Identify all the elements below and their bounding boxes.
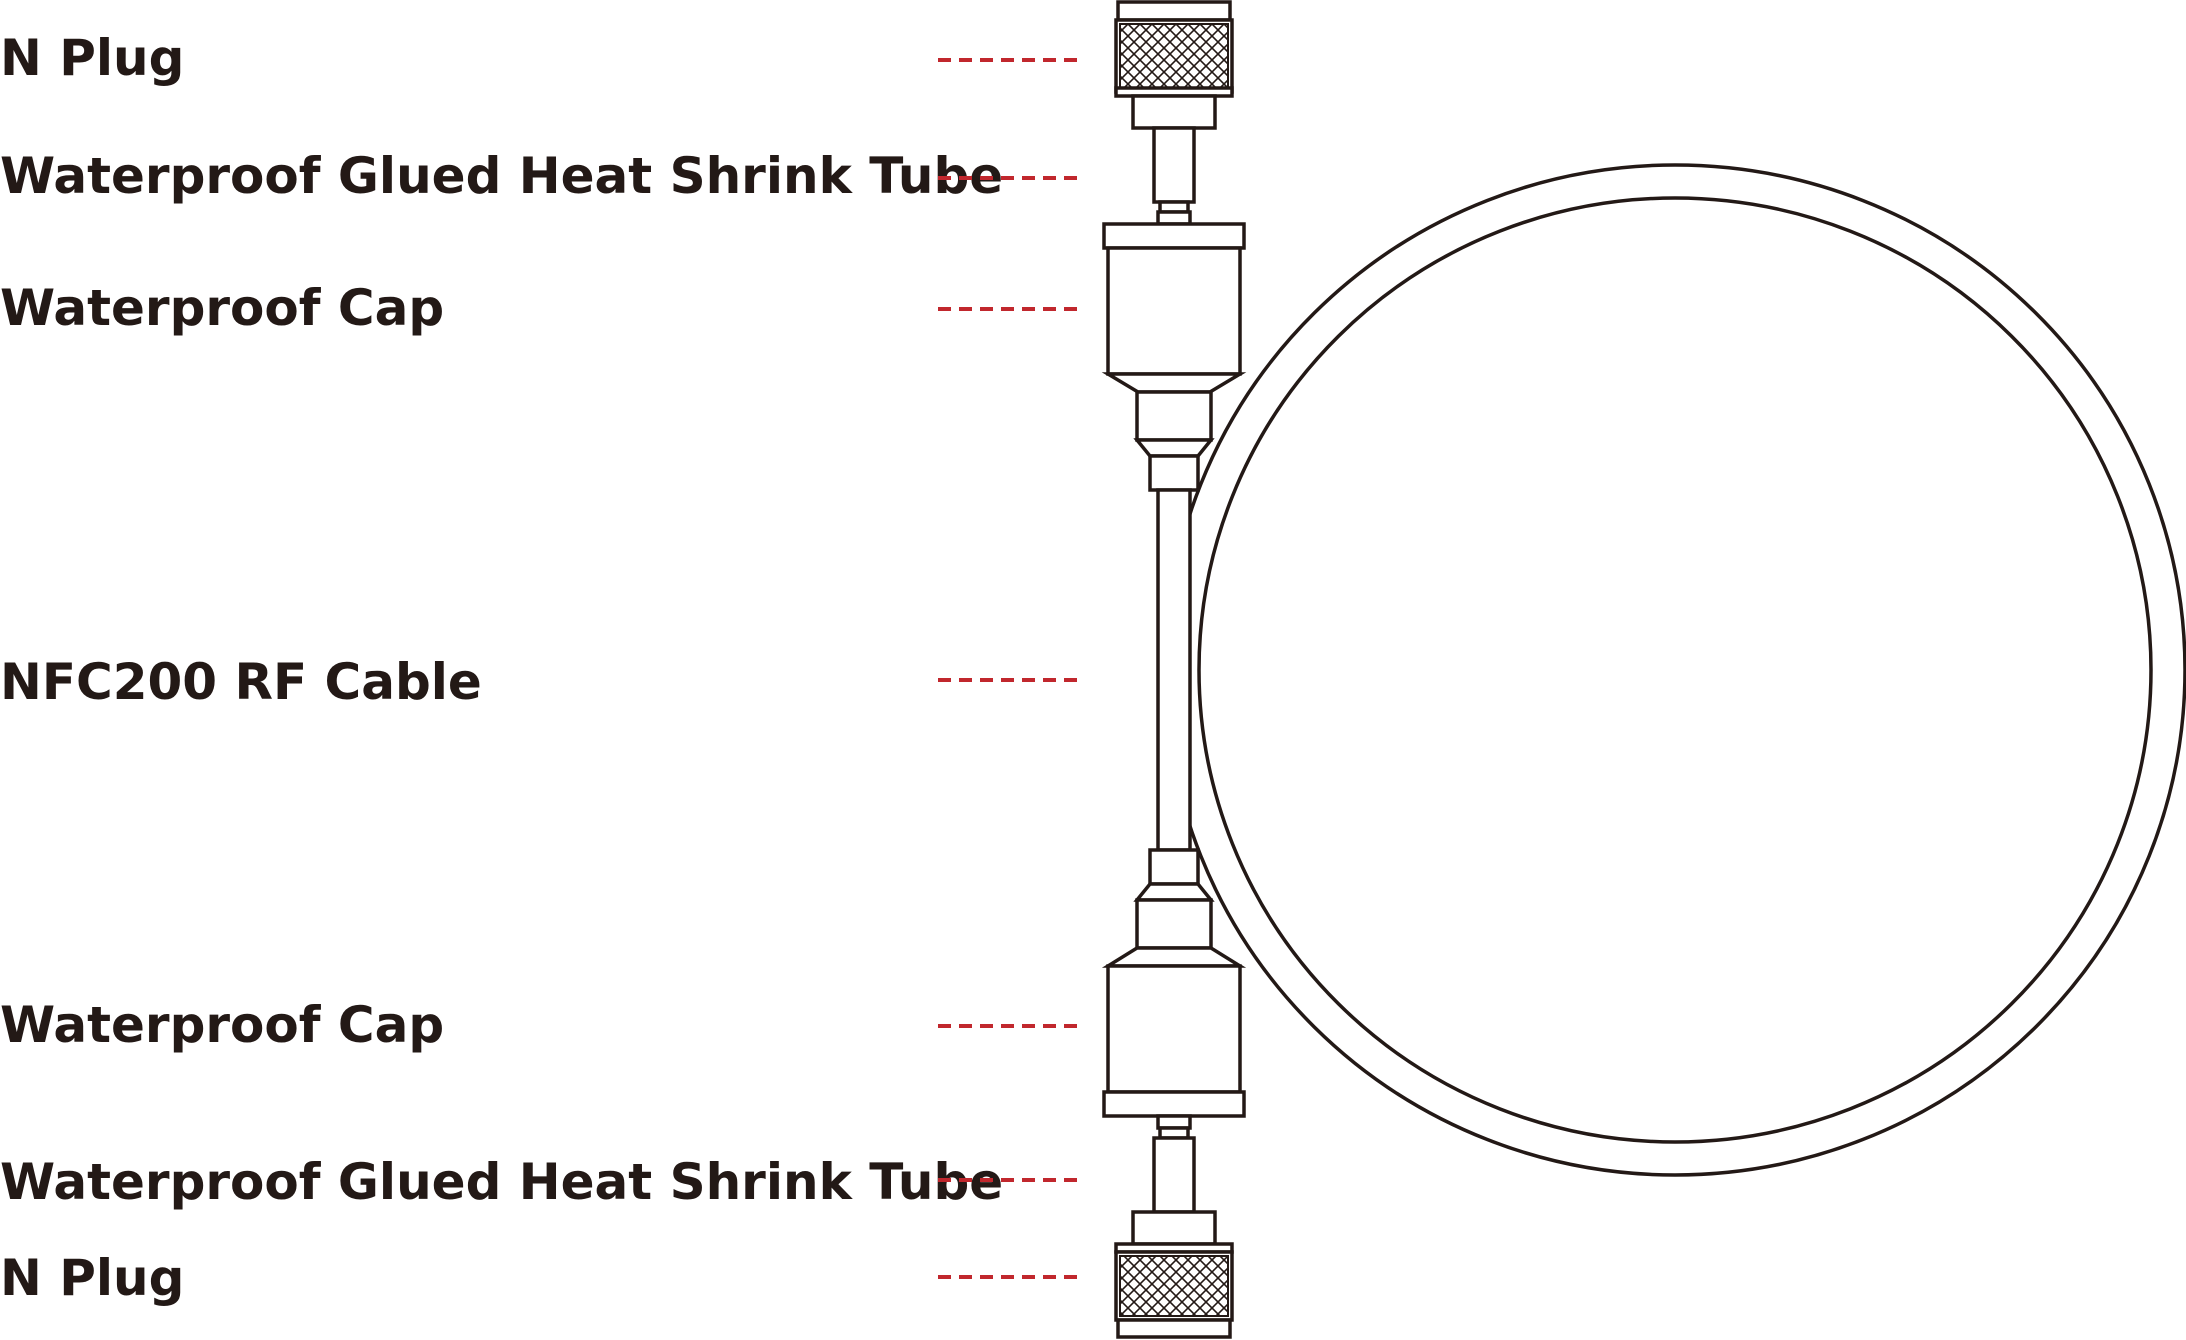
heat-shrink-bottom-shape xyxy=(1152,1114,1196,1214)
label-waterproof-cap-top: Waterproof Cap xyxy=(0,279,445,337)
cable-assembly xyxy=(1101,0,1247,1339)
leader-lines xyxy=(938,58,1083,1279)
n-plug-bottom-shape xyxy=(1114,1210,1234,1339)
label-heat-shrink-top: Waterproof Glued Heat Shrink Tube xyxy=(0,147,1004,205)
rf-cable-shape xyxy=(1156,488,1192,852)
heat-shrink-top-shape xyxy=(1152,126,1196,226)
waterproof-cap-bottom-shape xyxy=(1101,848,1247,1118)
label-waterproof-cap-bottom: Waterproof Cap xyxy=(0,996,445,1054)
n-plug-top-shape xyxy=(1114,0,1234,130)
label-n-plug-bottom: N Plug xyxy=(0,1249,185,1307)
label-heat-shrink-bottom: Waterproof Glued Heat Shrink Tube xyxy=(0,1153,1004,1211)
cable-coil-outer xyxy=(1163,163,2186,1177)
label-n-plug-top: N Plug xyxy=(0,29,185,87)
cable-coil-inner xyxy=(1197,196,2153,1144)
waterproof-cap-top-shape xyxy=(1101,222,1247,492)
label-rf-cable: NFC200 RF Cable xyxy=(0,653,482,711)
cable-coil xyxy=(1163,163,2186,1177)
